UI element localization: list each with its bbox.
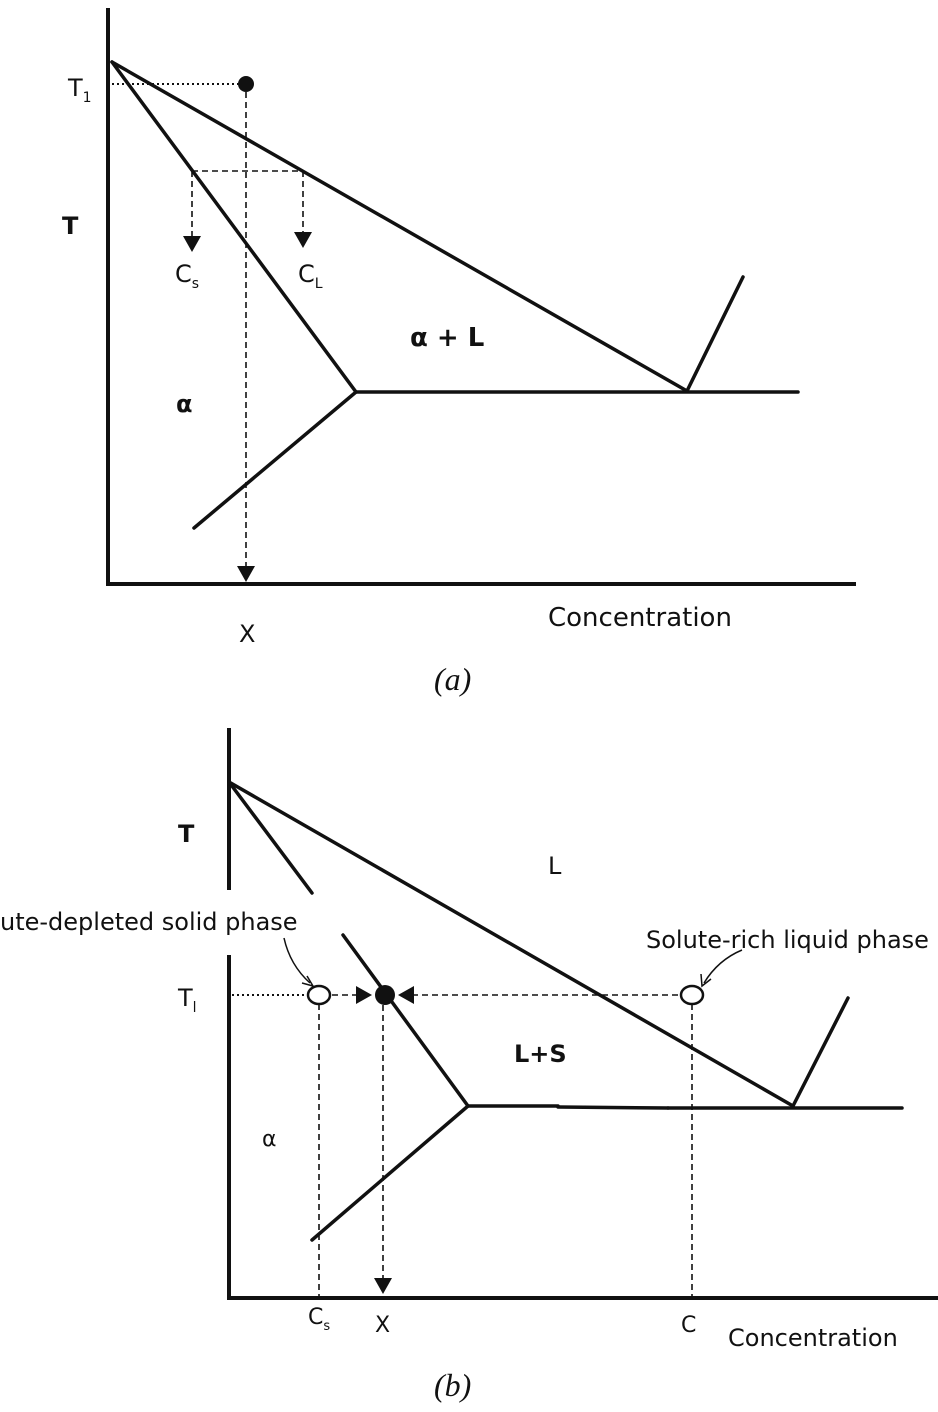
panel-b-alpha-label: α bbox=[262, 1127, 277, 1152]
panel-b-solid-phase-label: ute-depleted solid phase bbox=[0, 908, 298, 936]
panel-b-axis-label: Concentration bbox=[728, 1324, 898, 1352]
panel-a-alpha-label: α bbox=[176, 390, 193, 418]
panel-b-liquid-callout-arrow bbox=[700, 973, 712, 988]
panel-b-right-arrowhead bbox=[398, 986, 414, 1004]
panel-a-cl-arrowhead bbox=[294, 232, 312, 248]
panel-b-caption: (b) bbox=[434, 1367, 471, 1403]
panel-a-axes bbox=[106, 8, 856, 586]
panel-b-solidus-upper bbox=[227, 780, 314, 895]
panel-b-l-label: L bbox=[548, 852, 562, 880]
panel-b-left-arrowhead bbox=[356, 986, 372, 1004]
panel-b-solid-callout-arrow bbox=[301, 975, 315, 988]
panel-a-t-axis-label: T bbox=[62, 212, 79, 240]
panel-a-cs-arrowhead bbox=[183, 236, 201, 252]
panel-a-liquidus bbox=[110, 60, 689, 393]
panel-b-liquid-phase-marker bbox=[679, 984, 705, 1006]
panel-a-solvus bbox=[192, 390, 358, 530]
panel-a-x-arrowhead bbox=[237, 566, 255, 582]
panel-b-liquidus bbox=[227, 780, 795, 1108]
panel-b-solid-callout bbox=[283, 937, 311, 984]
panel-a-caption: (a) bbox=[434, 661, 471, 697]
panel-b-liquid-phase-label: Solute-rich liquid phase bbox=[646, 926, 929, 954]
panel-b-cs-label: Cs bbox=[308, 1305, 330, 1334]
panel-a-state-point bbox=[238, 76, 254, 92]
panel-b-x-arrowhead bbox=[374, 1278, 392, 1294]
panel-a-x-label: X bbox=[239, 620, 255, 648]
panel-b-eutectic-mid bbox=[556, 1105, 670, 1110]
panel-b-axes bbox=[227, 955, 938, 1300]
panel-a: T1 T Cs CL α + L α X Concentration (a) bbox=[62, 8, 856, 697]
panel-a-axis-label: Concentration bbox=[548, 603, 732, 633]
panel-b-c-label: C bbox=[681, 1313, 696, 1338]
panel-b-t-axis-label: T bbox=[178, 820, 195, 848]
panel-b-liquid-callout bbox=[703, 949, 743, 984]
panel-a-solidus bbox=[110, 60, 358, 394]
panel-a-cs-label: Cs bbox=[175, 260, 199, 292]
panel-b-right-liquidus bbox=[791, 996, 850, 1108]
panel-a-right-liquidus bbox=[685, 275, 745, 393]
panel-b-solid-phase-marker bbox=[306, 984, 332, 1006]
panel-b-x-label: X bbox=[375, 1313, 390, 1338]
panel-b-solvus bbox=[310, 1104, 470, 1242]
panel-a-two-phase-label: α + L bbox=[410, 323, 484, 353]
panel-b-state-point bbox=[375, 985, 395, 1005]
panel-b-ls-label: L+S bbox=[514, 1040, 567, 1068]
panel-b-solidus-lower bbox=[341, 933, 470, 1108]
panel-a-cl-label: CL bbox=[298, 260, 323, 292]
panel-b: T L ute-depleted solid phase Solute-rich… bbox=[0, 728, 938, 1403]
panel-a-t1-label: T1 bbox=[67, 74, 92, 106]
panel-b-t1-label: Tl bbox=[177, 984, 197, 1016]
